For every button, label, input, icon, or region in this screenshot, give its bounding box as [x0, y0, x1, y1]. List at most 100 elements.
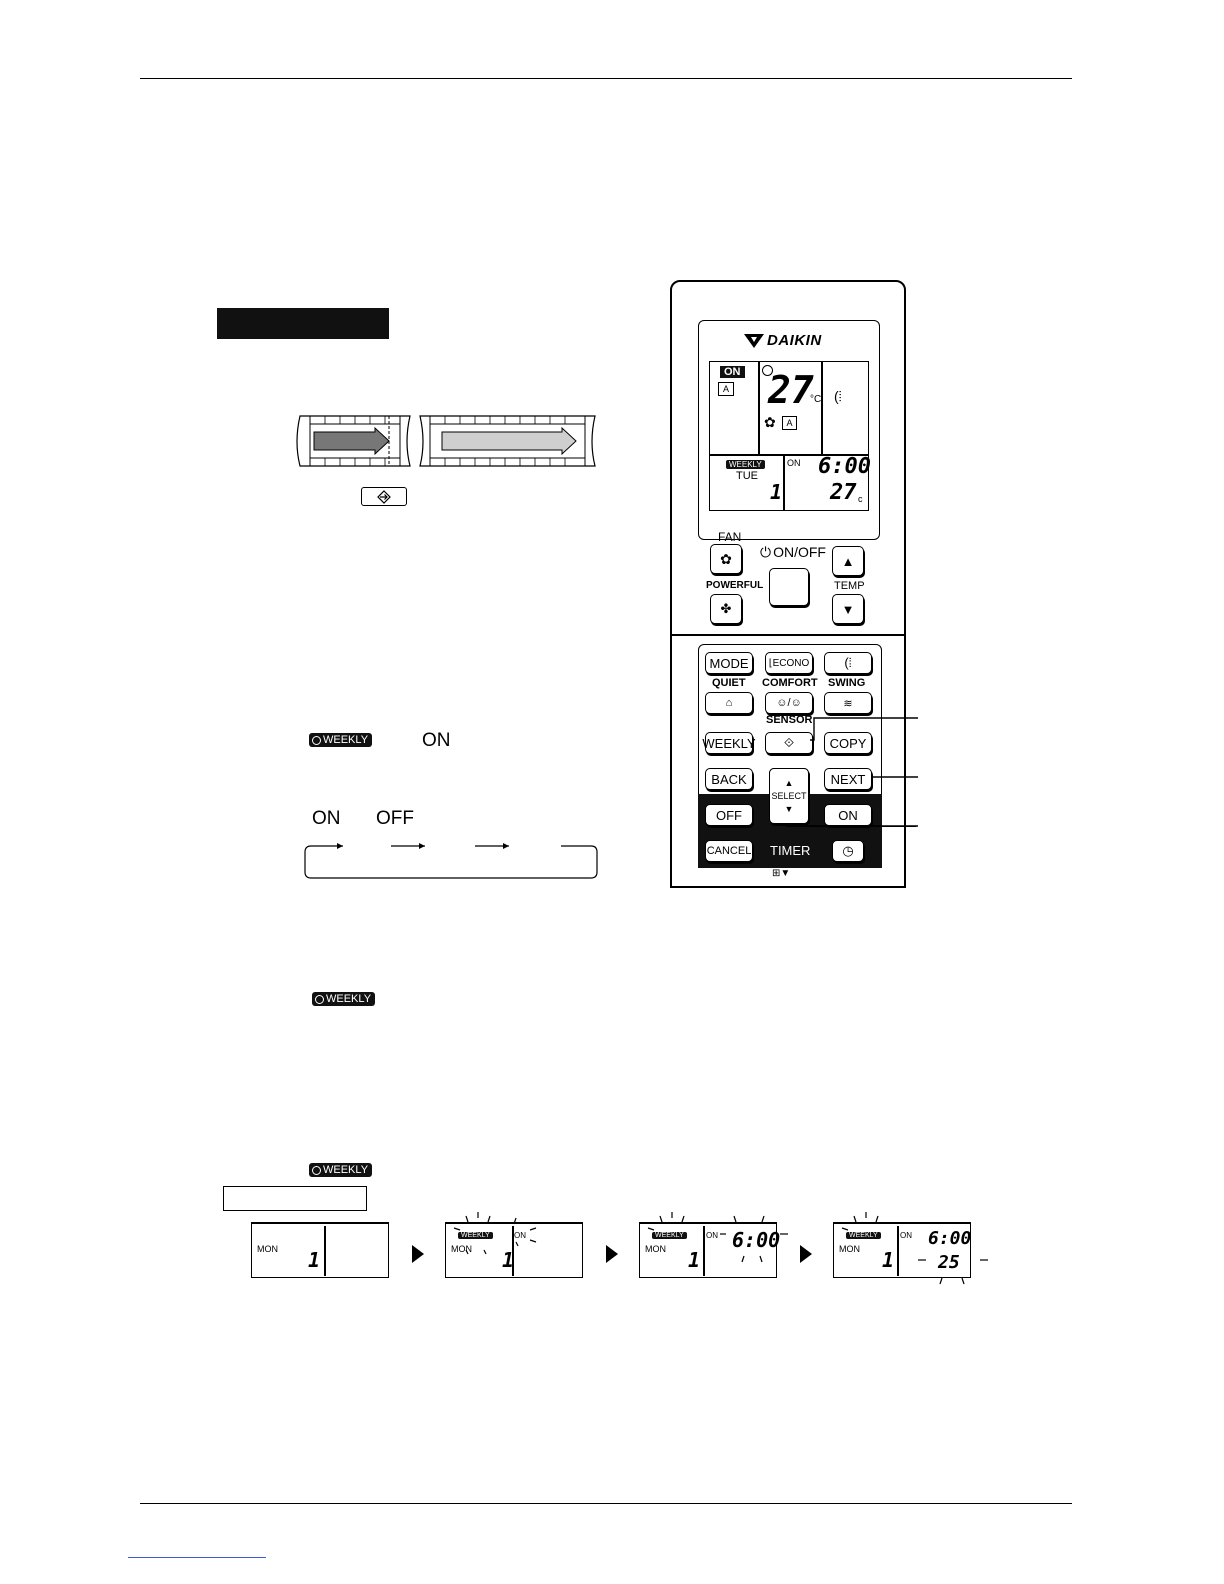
- brand-text: DAIKIN: [767, 332, 822, 349]
- down-triangle-icon: ▼: [841, 601, 855, 617]
- select-button-overlay: ▲ SELECT ▼: [769, 768, 809, 824]
- airflow-icon: (⦙: [844, 655, 852, 670]
- powerful-button[interactable]: ✤: [710, 594, 742, 624]
- inline-next-icon-button: [361, 487, 407, 506]
- lcd-weekly-text: WEEKLY: [729, 460, 762, 469]
- next-button[interactable]: NEXT: [824, 768, 872, 790]
- lcd-fan-auto-icon: A: [782, 416, 797, 430]
- battery-indicator-icon: ⊞▼: [772, 868, 791, 879]
- select-label-2: SELECT: [771, 790, 807, 801]
- up-triangle-icon: ▲: [841, 553, 855, 569]
- blink-marks-icon: [841, 1212, 988, 1285]
- seq-number: 1: [882, 1248, 895, 1272]
- quiet-icon: ⌂: [725, 697, 733, 709]
- econo-button-text: ECONO: [772, 657, 810, 669]
- lcd-divider-v3: [783, 454, 785, 510]
- remote-cover-divider: [670, 634, 906, 636]
- lcd-set-temp: 27: [768, 368, 814, 412]
- seq-day: MON: [839, 1244, 860, 1254]
- onoff-button[interactable]: [769, 568, 809, 606]
- lcd-divider-v2: [821, 362, 823, 454]
- powerful-icon: ✤: [720, 601, 732, 616]
- weekly-button[interactable]: WEEKLY: [702, 732, 756, 754]
- econo-button[interactable]: ⌊ECONO: [765, 652, 813, 674]
- sequence-lcd-3: WEEKLY MON 1 ON 6:00: [639, 1212, 788, 1278]
- seq-time: 6:00: [928, 1228, 972, 1249]
- sequence-lcd-2: WEEKLY MON 1 ON: [445, 1212, 583, 1278]
- daikin-logo: DAIKIN: [744, 332, 822, 349]
- clock-icon: [312, 735, 321, 745]
- callout-line-select: [786, 826, 916, 828]
- clock-icon: [312, 1165, 321, 1175]
- lcd-weekly-badge: WEEKLY: [726, 460, 765, 469]
- daikin-logo-icon: [744, 333, 764, 348]
- lcd-program-number: 1: [770, 480, 783, 504]
- sequence-arrow-3: [800, 1245, 812, 1263]
- timer-off-button[interactable]: OFF: [705, 804, 753, 826]
- seq-on: ON: [900, 1231, 912, 1240]
- blink-marks-icon: [647, 1212, 788, 1263]
- airflow-button[interactable]: (⦙: [824, 652, 872, 674]
- cancel-button[interactable]: CANCEL: [705, 840, 753, 862]
- program-next-button[interactable]: ⟐: [765, 732, 813, 754]
- lcd-sensor-icon: [762, 365, 773, 376]
- sequence-lcd-4: WEEKLY MON 1 ON 6:00 25: [833, 1212, 988, 1285]
- comfort-sensor-button[interactable]: ☺/☺: [765, 692, 813, 714]
- power-icon: ⏻: [760, 544, 772, 560]
- fan-label: FAN: [718, 530, 742, 544]
- inline-weekly-badge-2: WEEKLY: [312, 992, 376, 1006]
- lcd-airflow-icon: (⦙: [834, 388, 842, 404]
- seq-weekly-text: WEEKLY: [655, 1232, 684, 1239]
- temp-down-button[interactable]: ▼: [832, 594, 864, 624]
- quiet-label: QUIET: [712, 677, 746, 689]
- remote-upper-panel: [698, 320, 880, 540]
- seq-number: 1: [688, 1248, 701, 1272]
- mode-button[interactable]: MODE: [705, 652, 753, 674]
- clock-icon: [315, 994, 324, 1004]
- seq-number: 1: [308, 1248, 321, 1272]
- blink-marks-icon: [453, 1212, 537, 1255]
- seq-divider: [897, 1226, 899, 1276]
- outlined-label-box: [223, 1186, 367, 1211]
- quiet-button[interactable]: ⌂: [705, 692, 753, 714]
- inline-weekly-badge-1: WEEKLY: [309, 733, 373, 747]
- lcd-day: TUE: [736, 470, 758, 482]
- lcd-auto-mode-icon: A: [718, 382, 734, 396]
- inline-off-label: OFF: [376, 808, 414, 829]
- sensor-label: SENSOR: [766, 714, 813, 726]
- econo-icon: ⌊: [768, 657, 773, 669]
- comfort-sensor-icon: ☺/☺: [776, 697, 802, 709]
- inline-on-label-1: ON: [422, 730, 451, 751]
- lcd-temp-unit: °C: [810, 394, 822, 405]
- seq-day: MON: [451, 1244, 472, 1254]
- swing-label: SWING: [828, 677, 866, 689]
- lcd-divider-h: [710, 454, 868, 456]
- swing-button[interactable]: ≋: [824, 692, 872, 714]
- inline-on-label-2: ON: [312, 808, 341, 829]
- seq-day: MON: [645, 1244, 666, 1254]
- inline-weekly-badge-3: WEEKLY: [309, 1163, 373, 1177]
- fan-button[interactable]: ✿: [710, 544, 742, 574]
- temp-up-button[interactable]: ▲: [832, 546, 864, 576]
- onoff-label-text: ON/OFF: [773, 544, 826, 560]
- timer-on-button[interactable]: ON: [824, 804, 872, 826]
- footer-link-underline: [128, 1557, 266, 1558]
- remote-control: DAIKIN ON A 27 °C ✿ A (⦙ WEEKLY TUE 1 ON…: [670, 280, 906, 888]
- clock-icon: ◷: [842, 843, 854, 858]
- lcd-divider-v1: [758, 362, 760, 454]
- seq-number: 1: [502, 1248, 515, 1272]
- seq-weekly: WEEKLY: [458, 1232, 493, 1239]
- copy-button[interactable]: COPY: [824, 732, 872, 754]
- timer-label: TIMER: [770, 843, 811, 858]
- onoff-label: ⏻ON/OFF: [760, 544, 826, 561]
- back-button[interactable]: BACK: [705, 768, 753, 790]
- timer-clock-button[interactable]: ◷: [832, 840, 864, 862]
- comfort-label: COMFORT: [762, 677, 818, 689]
- seq-divider: [512, 1226, 514, 1276]
- seq-day: MON: [257, 1244, 278, 1254]
- powerful-label: POWERFUL: [706, 580, 764, 591]
- seq-weekly: WEEKLY: [846, 1232, 881, 1239]
- seq-divider: [324, 1226, 326, 1276]
- select-up-icon-2: ▲: [784, 777, 794, 788]
- seq-temp: 25: [938, 1252, 960, 1273]
